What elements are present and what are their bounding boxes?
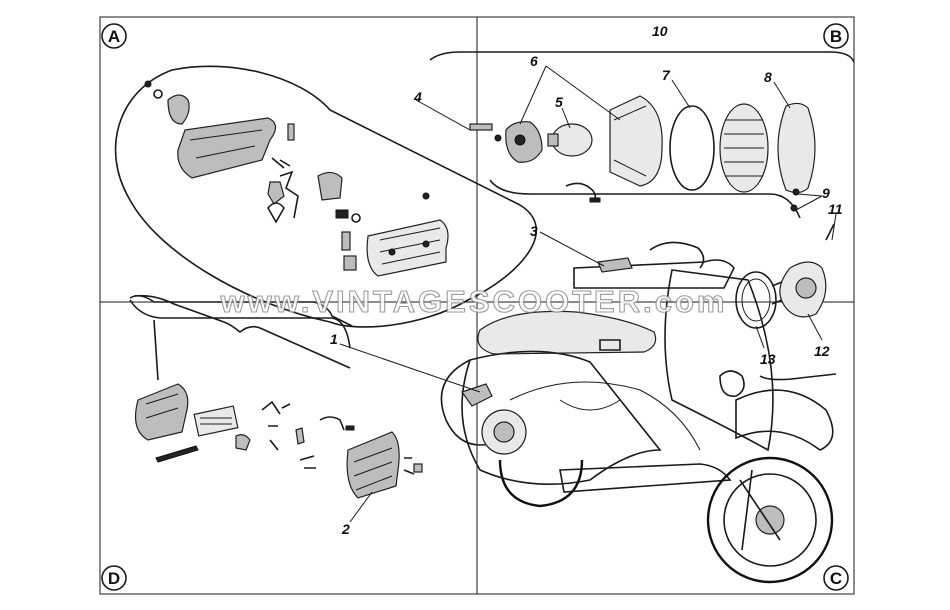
scooter-front-wheel	[706, 456, 834, 584]
tail-lamp-backing-plate	[346, 431, 400, 499]
callout-13: 13	[760, 351, 776, 367]
corner-marker-d: D	[101, 565, 127, 591]
tail-lamp-parts-view	[129, 294, 423, 499]
callout-3: 3	[530, 223, 538, 239]
callout-7: 7	[662, 67, 671, 83]
magnification-loop	[114, 65, 537, 328]
scooter-front-fender	[735, 389, 834, 451]
scooter-legshield	[664, 269, 774, 452]
headlamp-exploded-view	[429, 51, 855, 241]
corner-marker-c: C	[823, 565, 849, 591]
lamp-bracket	[317, 171, 343, 201]
scooter-handlebar	[573, 259, 735, 289]
callout-12: 12	[814, 343, 830, 359]
callout-4: 4	[413, 89, 422, 105]
headlamp-rim	[777, 102, 816, 194]
scooter-body-cowl	[461, 350, 662, 486]
scooter-floorboard	[559, 463, 732, 493]
tail-lamp-lens	[177, 117, 277, 179]
callout-6: 6	[530, 53, 538, 69]
horn-gasket	[735, 271, 777, 329]
callout-10: 10	[652, 23, 668, 39]
tail-lamp-exploded-view	[144, 80, 449, 277]
lamp-contact-spring	[279, 170, 299, 219]
svg-text:B: B	[830, 27, 842, 46]
callout-9: 9	[822, 185, 830, 201]
headlamp-reflector	[609, 95, 663, 187]
tail-lamp-base-plate	[366, 219, 449, 277]
callout-numbers: 1 2 3 4 5 6 7 8 9 10 11 12 13	[330, 23, 843, 537]
watermark-text: www.VINTAGESCOOTER.com	[220, 284, 728, 319]
callout-leaders	[339, 65, 837, 523]
callout-5: 5	[555, 94, 563, 110]
scooter-seat	[477, 310, 657, 355]
scooter-rear-wheel	[498, 459, 584, 508]
callout-8: 8	[764, 69, 772, 85]
scooter-wiring-harness	[509, 381, 701, 451]
headlamp-gasket-ring	[669, 105, 715, 191]
svg-text:A: A	[108, 27, 120, 46]
corner-marker-a: A	[101, 23, 127, 49]
horn-assembly	[735, 261, 827, 329]
lamp-bulb-socket	[167, 94, 190, 125]
tail-lamp-lens-panel	[193, 405, 239, 437]
callout-1: 1	[330, 331, 338, 347]
callout-2: 2	[341, 521, 350, 537]
tail-lamp-housing	[135, 383, 189, 441]
scooter-illustration	[440, 241, 834, 584]
callout-11: 11	[828, 201, 843, 217]
callout-braces	[133, 294, 837, 381]
corner-marker-b: B	[823, 23, 849, 49]
svg-text:C: C	[830, 569, 842, 588]
svg-text:D: D	[108, 569, 120, 588]
